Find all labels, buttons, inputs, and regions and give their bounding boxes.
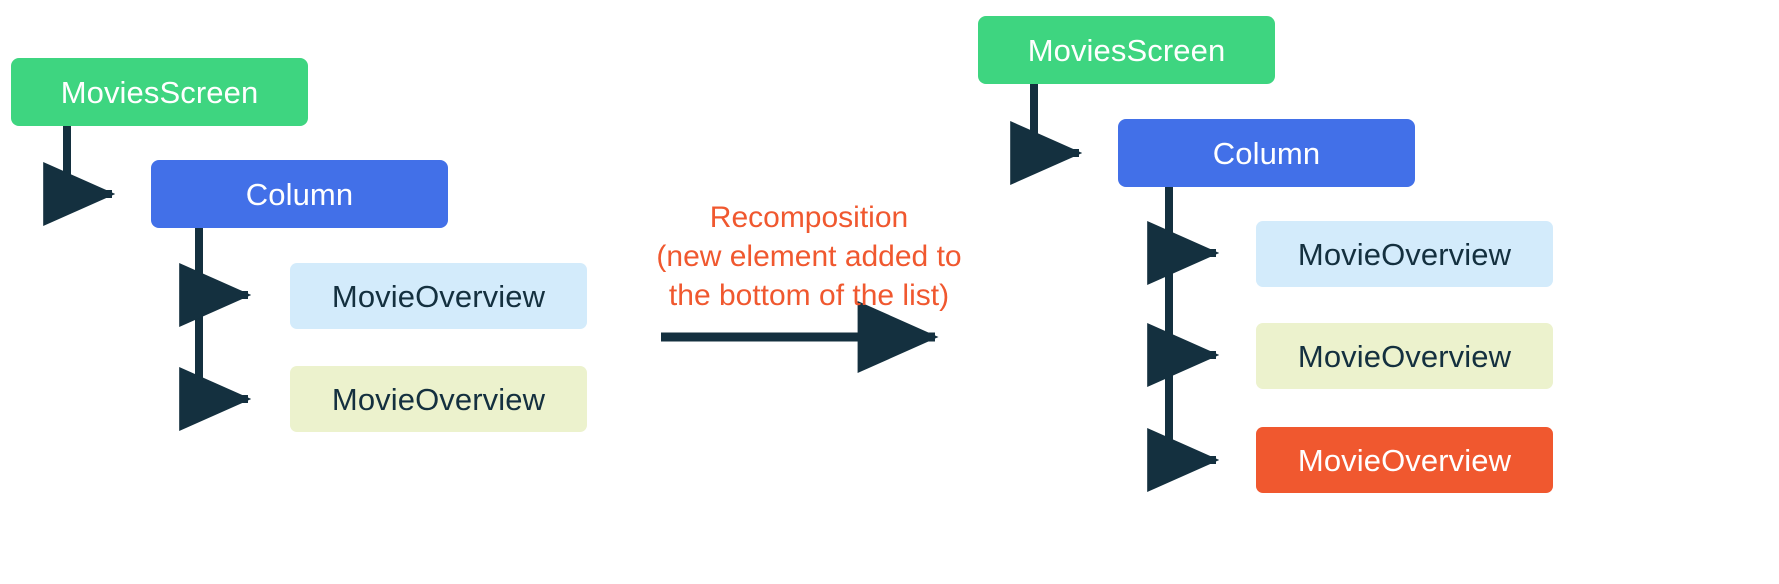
left-node-column[interactable]: Column [151,160,448,228]
right-node-movie-overview-3-new-label: MovieOverview [1297,442,1512,478]
left-node-movie-overview-1[interactable]: MovieOverview [290,263,587,329]
right-node-movie-overview-2[interactable]: MovieOverview [1256,323,1553,389]
left-node-movie-overview-1-label: MovieOverview [331,278,546,314]
right-node-column[interactable]: Column [1118,119,1415,187]
left-node-movies-screen-label: MoviesScreen [60,74,259,110]
right-node-movie-overview-3-new[interactable]: MovieOverview [1256,427,1553,493]
left-edge-screen-to-column [43,126,116,226]
left-edge-column-to-children [179,228,252,431]
right-edge-column-to-children [1147,187,1220,492]
right-node-movie-overview-1[interactable]: MovieOverview [1256,221,1553,287]
right-node-movie-overview-1-label: MovieOverview [1297,236,1512,272]
right-node-movies-screen[interactable]: MoviesScreen [978,16,1275,84]
right-edge-screen-to-column [1010,83,1083,185]
right-node-movies-screen-label: MoviesScreen [1027,32,1226,68]
right-node-movie-overview-2-label: MovieOverview [1297,338,1512,374]
left-node-column-label: Column [245,176,354,212]
left-node-movie-overview-2[interactable]: MovieOverview [290,366,587,432]
left-node-movies-screen[interactable]: MoviesScreen [11,58,308,126]
left-node-movie-overview-2-label: MovieOverview [331,381,546,417]
recomposition-label: Recomposition (new element added to the … [656,201,962,312]
right-node-column-label: Column [1212,135,1321,171]
